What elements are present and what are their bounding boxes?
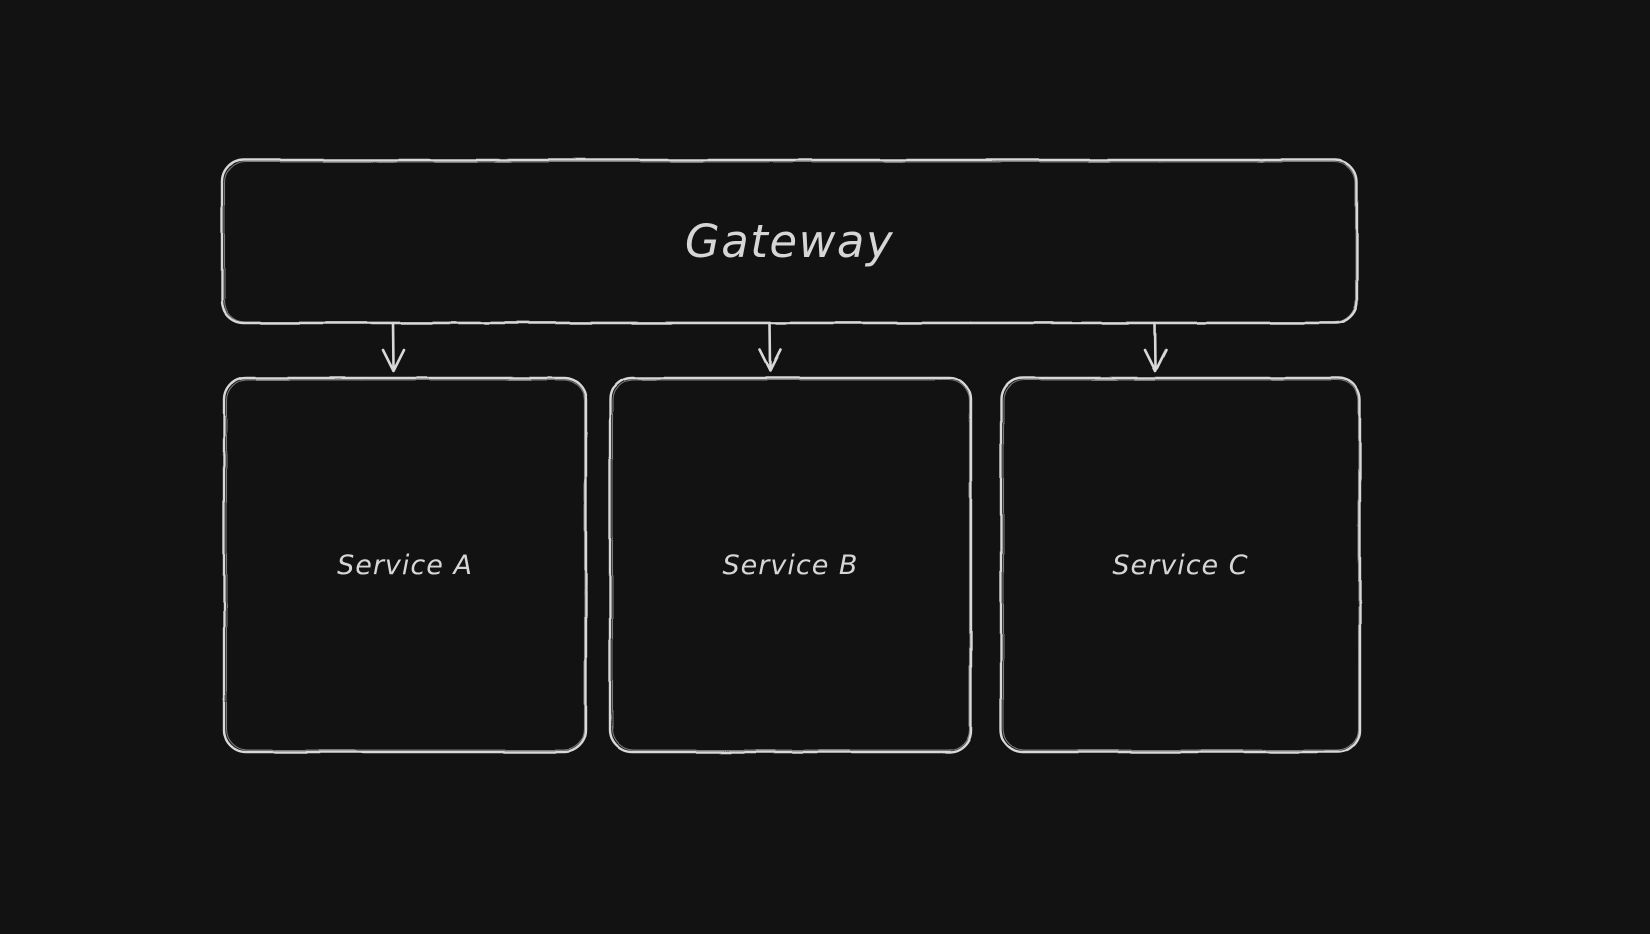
node-service-b-label: Service B [722,549,859,581]
node-service-c-label: Service C [1112,549,1249,581]
edge-gateway-to-service-b[interactable] [758,321,783,373]
node-service-a-shape[interactable] [222,376,588,754]
node-service-a-label: Service A [337,549,473,581]
node-service-b-shape[interactable] [608,376,973,754]
node-gateway-label: Gateway [684,215,895,268]
node-gateway-shape[interactable] [220,158,1359,325]
node-service-c-shape[interactable] [999,376,1362,754]
edge-gateway-to-service-a[interactable] [381,321,406,373]
edge-gateway-to-service-c[interactable] [1143,321,1168,373]
